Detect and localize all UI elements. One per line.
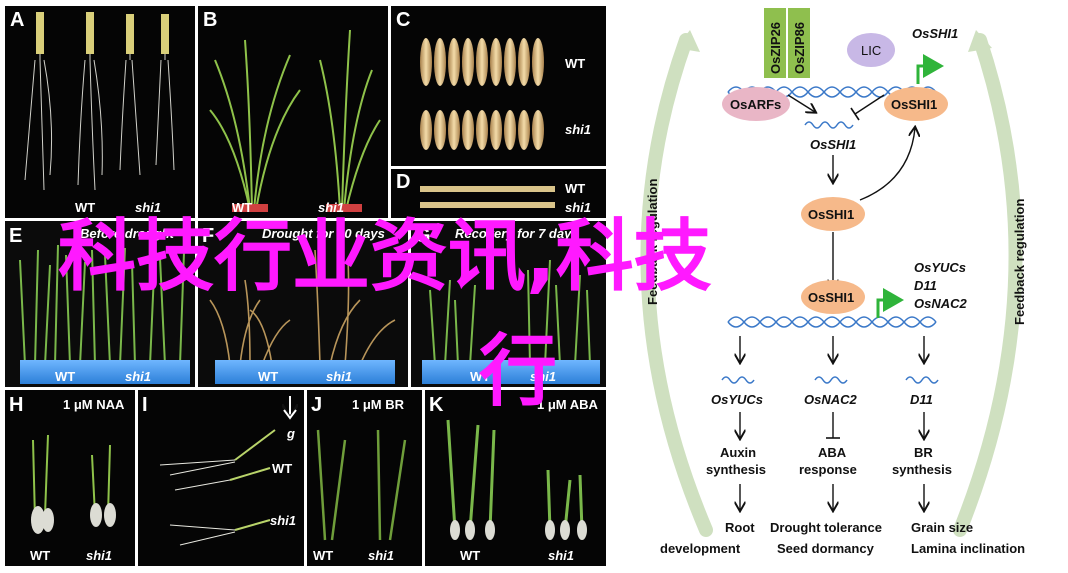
panel-b-shi1: shi1 <box>318 200 344 215</box>
panel-d-wt: WT <box>565 181 585 196</box>
feedback-arc-left <box>640 33 713 537</box>
lic-label: LIC <box>861 43 881 58</box>
panel-c-letter: C <box>396 9 410 31</box>
panel-a-letter: A <box>10 9 24 31</box>
watermark-overlay: 科技行业资讯,科技 行 <box>58 212 712 417</box>
panel-j-letter: J <box>311 394 322 416</box>
panel-i: I g WT shi1 <box>138 390 304 566</box>
panel-b-wt: WT <box>232 200 252 215</box>
panel-k-letter: K <box>429 394 444 416</box>
panel-a-shi1: shi1 <box>135 200 161 215</box>
target-nac2-label: OsNAC2 <box>914 296 968 311</box>
panel-g: G Recovery for 7 days WT shi1 <box>411 221 606 387</box>
col3-proc2: synthesis <box>892 462 952 477</box>
osshi1-right-ellipse <box>884 87 948 121</box>
pathway-diagram: Feedback regulation Feedback regulation … <box>640 8 1027 556</box>
osarfs-label: OsARFs <box>730 97 781 112</box>
panel-c: C WT shi1 <box>391 6 606 166</box>
panel-b: B WT shi1 <box>198 6 388 218</box>
panel-e-cond: Before drought <box>80 226 175 241</box>
panel-k-treat: 1 μM ABA <box>537 397 599 412</box>
col2-gene: OsNAC2 <box>804 392 858 407</box>
panel-c-wt: WT <box>565 56 585 71</box>
osarfs-ellipse <box>722 87 790 121</box>
col1-proc2: synthesis <box>706 462 766 477</box>
column-br: D11 BR synthesis Grain size Lamina incli… <box>892 336 1025 556</box>
feedback-right-label: Feedback regulation <box>1012 199 1027 325</box>
feedback-arc-right <box>953 33 1023 537</box>
panel-j-shi1: shi1 <box>368 548 394 563</box>
panel-j-wt: WT <box>313 548 333 563</box>
panel-k-shi1: shi1 <box>548 548 574 563</box>
panel-f-shi1: shi1 <box>326 369 352 384</box>
oszip86-label: OsZIP86 <box>792 22 807 74</box>
col1-proc1: Auxin <box>720 445 756 460</box>
osshi1-gene-label: OsSHI1 <box>912 26 958 41</box>
osshi1-bottom-label: OsSHI1 <box>808 290 854 305</box>
overlay-line1: 科技行业资讯,科技 <box>58 212 712 302</box>
panel-k-wt: WT <box>460 548 480 563</box>
col3-out1: Grain size <box>911 520 973 535</box>
panel-e-shi1: shi1 <box>125 369 151 384</box>
col1-gene: OsYUCs <box>711 392 763 407</box>
panel-c-shi1: shi1 <box>565 122 591 137</box>
col2-proc1: ABA <box>818 445 847 460</box>
osshi1-right-label: OsSHI1 <box>891 97 937 112</box>
target-yucs-label: OsYUCs <box>914 260 966 275</box>
panel-g-shi1: shi1 <box>530 369 556 384</box>
panel-h-letter: H <box>9 394 23 416</box>
panel-i-g: g <box>286 426 295 441</box>
panel-g-cond: Recovery for 7 days <box>455 226 579 241</box>
col2-proc2: response <box>799 462 857 477</box>
panel-b-letter: B <box>203 9 217 31</box>
col3-gene: D11 <box>910 392 933 407</box>
panel-f-wt: WT <box>258 369 278 384</box>
oszip26-box <box>764 8 786 78</box>
panel-e-wt: WT <box>55 369 75 384</box>
panel-h-shi1: shi1 <box>86 548 112 563</box>
target-d11-label: D11 <box>914 278 937 293</box>
lic-ellipse <box>847 33 895 67</box>
col2-out2: Seed dormancy <box>777 541 875 556</box>
column-aba: OsNAC2 ABA response Drought tolerance Se… <box>770 336 882 556</box>
dna-bottom <box>727 316 937 328</box>
col1-out1: Root <box>725 520 755 535</box>
panel-k: K 1 μM ABA WT shi1 <box>425 390 606 566</box>
col2-out1: Drought tolerance <box>770 520 882 535</box>
panel-f-cond: Drought for 20 days <box>262 226 385 241</box>
panel-d-letter: D <box>396 171 410 193</box>
osshi1-mrna-label: OsSHI1 <box>810 137 856 152</box>
panel-a-wt: WT <box>75 200 95 215</box>
panel-i-wt: WT <box>272 461 292 476</box>
oszip26-label: OsZIP26 <box>768 22 783 74</box>
panel-a: A WT shi1 <box>5 6 195 218</box>
panel-i-letter: I <box>142 394 148 416</box>
feedback-left-label: Feedback regulation <box>645 179 660 305</box>
panel-g-wt: WT <box>470 369 490 384</box>
panel-e: E Before drought WT shi1 <box>5 221 195 387</box>
overlay-line2: 行 <box>479 327 557 417</box>
panel-h: H 1 μM NAA WT shi1 <box>5 390 135 566</box>
panel-e-letter: E <box>9 225 22 247</box>
panel-h-wt: WT <box>30 548 50 563</box>
osshi1-bottom-ellipse <box>801 280 865 314</box>
col1-out2: development <box>660 541 741 556</box>
panel-f-letter: F <box>202 225 214 247</box>
osshi1-mid-label: OsSHI1 <box>808 207 854 222</box>
panel-g-letter: G <box>415 225 431 247</box>
osshi1-mid-ellipse <box>801 197 865 231</box>
panel-d-shi1: shi1 <box>565 200 591 215</box>
panel-j-treat: 1 μM BR <box>352 397 405 412</box>
panel-h-treat: 1 μM NAA <box>63 397 125 412</box>
oszip86-box <box>788 8 810 78</box>
panel-f: F Drought for 20 days WT shi1 <box>198 221 408 387</box>
panel-d: D WT shi1 <box>391 169 606 218</box>
col3-out2: Lamina inclination <box>911 541 1025 556</box>
column-auxin: OsYUCs Auxin synthesis Root development <box>660 336 766 556</box>
col3-proc1: BR <box>914 445 933 460</box>
panel-j: J 1 μM BR WT shi1 <box>307 390 422 566</box>
panel-i-shi1: shi1 <box>270 513 296 528</box>
